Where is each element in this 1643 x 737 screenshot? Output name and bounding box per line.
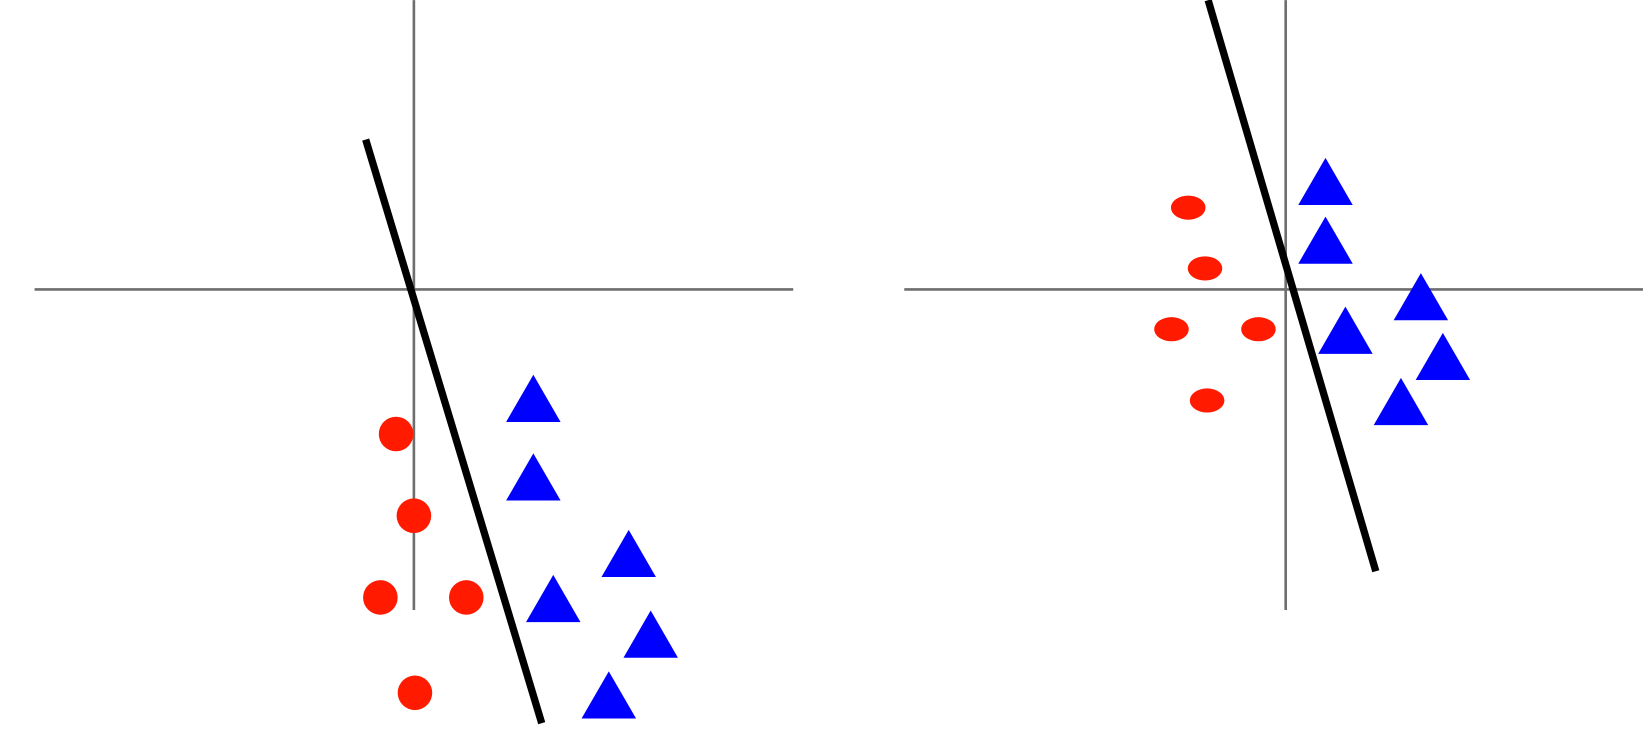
- red-ellipse-point: [1241, 317, 1276, 342]
- decision-boundary-line: [362, 138, 546, 725]
- blue-triangle-point: [581, 671, 637, 719]
- red-ellipse-point: [1189, 388, 1225, 413]
- blue-triangle-point: [1298, 216, 1353, 264]
- blue-triangle-point: [601, 529, 656, 578]
- blue-triangle-point: [1298, 157, 1353, 206]
- red-circle-point: [363, 580, 398, 615]
- blue-triangle-point: [1415, 332, 1471, 381]
- red-ellipse-point: [1170, 195, 1206, 220]
- red-circle-point: [448, 580, 484, 615]
- decision-boundary-line: [1204, 0, 1380, 573]
- blue-triangle-point: [1373, 377, 1429, 426]
- red-circle-point: [396, 498, 432, 534]
- red-circle-point: [397, 675, 433, 711]
- blue-triangle-point: [506, 374, 561, 422]
- red-circle-point: [378, 416, 414, 452]
- blue-triangle-point: [623, 610, 678, 658]
- left-plot: [34, 0, 794, 725]
- red-ellipse-point: [1154, 317, 1189, 342]
- right-plot: [904, 0, 1643, 611]
- blue-triangle-point: [526, 574, 581, 623]
- red-ellipse-point: [1187, 256, 1223, 281]
- blue-triangle-point: [1393, 273, 1449, 321]
- blue-triangle-point: [1318, 306, 1373, 354]
- blue-triangle-point: [506, 453, 561, 501]
